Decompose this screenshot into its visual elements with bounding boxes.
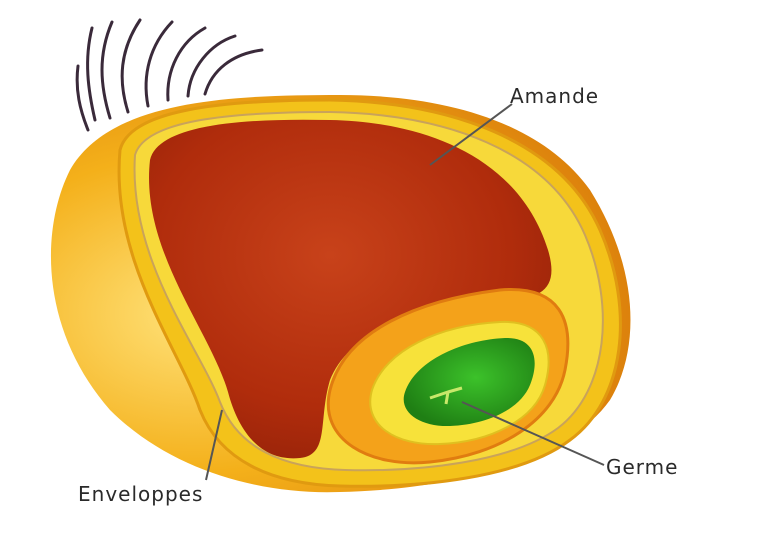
label-amande: Amande xyxy=(510,84,599,108)
label-germe: Germe xyxy=(606,455,678,479)
label-enveloppes: Enveloppes xyxy=(78,482,203,506)
